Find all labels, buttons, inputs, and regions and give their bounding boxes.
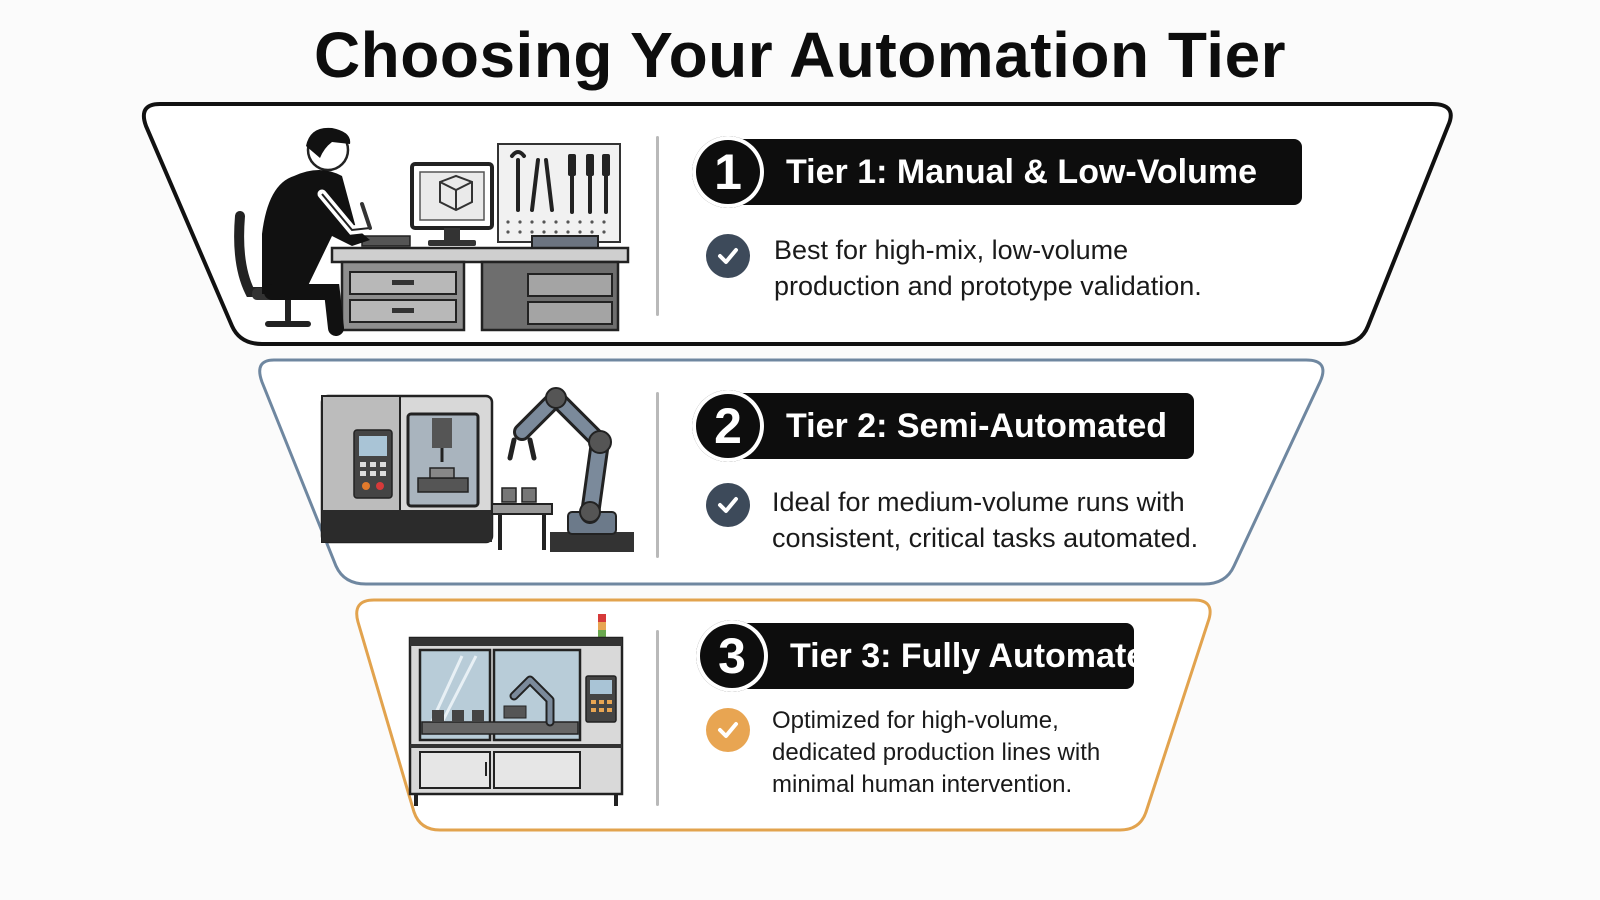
- tier-1-number-badge: 1: [692, 136, 764, 208]
- tier-1-heading: Tier 1: Manual & Low-Volume: [736, 139, 1302, 205]
- tier-2-heading: Tier 2: Semi-Automated: [736, 393, 1194, 459]
- automated-cell-icon: [408, 614, 624, 806]
- cnc-robot-arm-icon: [320, 387, 634, 552]
- check-icon: [706, 234, 750, 278]
- tier-1-divider: [656, 136, 659, 316]
- page-title: Choosing Your Automation Tier: [313, 19, 1287, 91]
- check-icon: [706, 483, 750, 527]
- tier-3-divider: [656, 630, 659, 806]
- check-icon: [706, 708, 750, 752]
- tier-3-heading: Tier 3: Fully Automated: [740, 623, 1166, 689]
- tier-1-description: Best for high-mix, low-volume production…: [774, 235, 1202, 301]
- tier-2-number-badge: 2: [692, 390, 764, 462]
- tier-2-description: Ideal for medium-volume runs with consis…: [772, 487, 1199, 553]
- tier-2-divider: [656, 392, 659, 558]
- manual-workstation-icon: [234, 127, 630, 336]
- tier-3-description: Optimized for high-volume, dedicated pro…: [772, 707, 1101, 798]
- tier-3-number-badge: 3: [696, 620, 768, 692]
